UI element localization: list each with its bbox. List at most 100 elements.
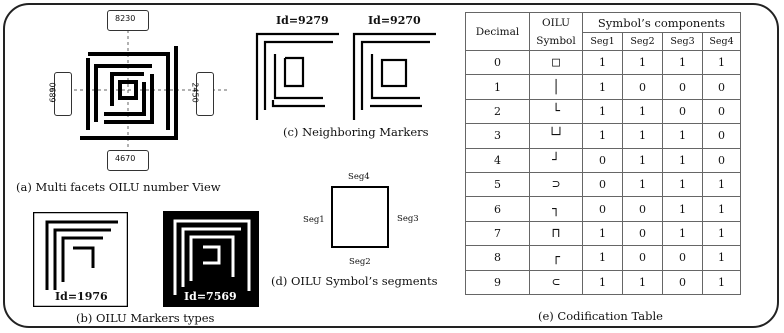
header-seg3: Seg3: [662, 32, 703, 51]
symbol-cell: ┘: [529, 147, 583, 173]
seg4-cell: 1: [702, 269, 741, 295]
seg3-cell: 1: [662, 123, 703, 149]
symbol-cell: ⊃: [529, 171, 583, 198]
seg2-cell: 0: [622, 74, 663, 100]
codification-table: Decimal OILU Symbol Symbol’s components …: [465, 12, 741, 295]
neighbor-left-id: Id=9279: [276, 14, 329, 27]
seg3-label: Seg3: [397, 214, 419, 224]
number-top: 8230: [115, 14, 136, 23]
neighbor-right-id: Id=9270: [368, 14, 421, 27]
caption-e: (e) Codification Table: [538, 309, 663, 323]
seg2-cell: 1: [622, 147, 663, 173]
decimal-cell: 0: [465, 49, 530, 76]
number-right: 2450: [190, 82, 200, 103]
seg1-cell: 0: [582, 196, 623, 222]
decimal-cell: 7: [465, 220, 530, 247]
seg2-cell: 1: [622, 49, 663, 76]
seg4-cell: 1: [702, 171, 741, 198]
number-box-bottom: [107, 150, 149, 171]
number-left: 6890: [48, 82, 58, 103]
oilu-marker-rotated: [80, 46, 178, 140]
decimal-cell: 1: [465, 74, 530, 100]
seg2-cell: 1: [622, 123, 663, 149]
figure-frame: [3, 3, 779, 328]
seg4-cell: 0: [702, 98, 741, 125]
number-box-right: [196, 72, 214, 116]
decimal-cell: 8: [465, 245, 530, 271]
caption-b: (b) OILU Markers types: [76, 311, 215, 325]
decimal-cell: 3: [465, 123, 530, 149]
decimal-cell: 9: [465, 269, 530, 295]
decimal-cell: 5: [465, 171, 530, 198]
marker-white-id: Id=1976: [55, 290, 108, 303]
caption-a: (a) Multi facets OILU number View: [16, 180, 221, 194]
number-box-top: [107, 10, 149, 31]
header-seg2: Seg2: [622, 32, 663, 51]
symbol-cell: □: [529, 49, 583, 76]
marker-white-bg: [33, 212, 128, 307]
decimal-cell: 2: [465, 98, 530, 125]
decimal-cell: 4: [465, 147, 530, 173]
seg1-cell: 0: [582, 147, 623, 173]
neighbor-marker-right: [352, 32, 436, 120]
seg3-cell: 0: [662, 269, 703, 295]
seg1-cell: 1: [582, 49, 623, 76]
seg4-cell: 1: [702, 220, 741, 247]
symbol-cell: └┘: [529, 123, 583, 149]
seg1-cell: 1: [582, 74, 623, 100]
marker-black-bg: [163, 211, 259, 307]
seg2-cell: 1: [622, 171, 663, 198]
seg2-cell: 0: [622, 196, 663, 222]
seg2-cell: 0: [622, 220, 663, 247]
number-box-left: [54, 72, 72, 116]
symbol-cell: ┌: [529, 245, 583, 271]
marker-black-id: Id=7569: [184, 290, 237, 303]
seg1-cell: 0: [582, 171, 623, 198]
seg4-cell: 0: [702, 123, 741, 149]
header-seg4: Seg4: [702, 32, 741, 51]
header-decimal: Decimal: [465, 12, 530, 51]
seg1-cell: 1: [582, 269, 623, 295]
seg3-cell: 0: [662, 98, 703, 125]
seg3-cell: 1: [662, 171, 703, 198]
multi-facet-view: [50, 30, 230, 160]
header-oilu-line1: OILU: [541, 16, 570, 29]
seg2-cell: 1: [622, 269, 663, 295]
symbol-cell: └: [529, 98, 583, 125]
seg4-cell: 1: [702, 245, 741, 271]
seg4-label: Seg4: [348, 172, 370, 182]
seg1-label: Seg1: [303, 215, 325, 225]
header-oilu-line2: Symbol: [536, 34, 576, 47]
symbol-cell: ⊓: [529, 220, 583, 247]
number-bottom: 4670: [115, 154, 136, 163]
seg4-cell: 0: [702, 74, 741, 100]
symbol-cell: ⊂: [529, 269, 583, 295]
seg3-cell: 0: [662, 74, 703, 100]
seg4-cell: 1: [702, 196, 741, 222]
symbol-cell: ┐: [529, 196, 583, 222]
seg3-cell: 1: [662, 220, 703, 247]
header-seg1: Seg1: [582, 32, 623, 51]
seg3-cell: 1: [662, 196, 703, 222]
seg2-cell: 0: [622, 245, 663, 271]
header-components: Symbol’s components: [582, 12, 741, 33]
caption-d: (d) OILU Symbol’s segments: [271, 274, 438, 288]
seg1-cell: 1: [582, 123, 623, 149]
seg2-label: Seg2: [349, 257, 371, 267]
seg4-cell: 1: [702, 49, 741, 76]
seg1-cell: 1: [582, 98, 623, 125]
seg4-cell: 0: [702, 147, 741, 173]
seg3-cell: 1: [662, 49, 703, 76]
seg3-cell: 0: [662, 245, 703, 271]
seg1-cell: 1: [582, 245, 623, 271]
header-oilu-symbol: OILU Symbol: [529, 12, 583, 51]
